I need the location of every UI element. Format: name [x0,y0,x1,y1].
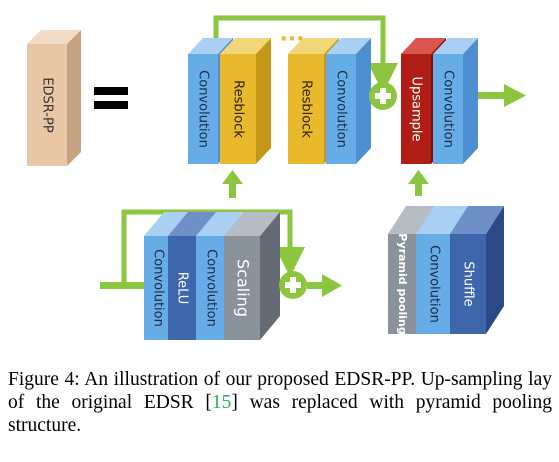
equals-sign [94,87,128,109]
pyramid-pooling-label: Pyramid pooling [396,233,409,334]
caption-reference-link[interactable]: 15 [211,392,232,413]
edsr-pp-block: EDSR-PP [27,30,81,166]
top-resblock-label-2: Resblock [299,80,314,138]
shuffle-label: Shuffle [461,261,476,306]
figure-caption: Figure 4: An illustration of our propose… [8,368,552,437]
top-skip-connection [213,15,398,93]
resblock-input-line [100,282,144,289]
output-arrow [478,84,526,107]
upsample-convolution-label: Convolution [427,245,442,323]
top-add-icon [369,82,397,110]
resblock-expansion-arrow [222,170,243,198]
top-resblock-label-1: Resblock [231,80,246,138]
top-convolution-label-1: Convolution [196,70,211,148]
upsample-expansion-arrow [408,170,429,196]
resblock-scaling-label: Scaling [234,259,253,317]
top-convolution-block-3: Convolution [433,38,478,164]
resblock-add-icon [279,271,307,299]
edsr-pp-label: EDSR-PP [40,77,55,133]
top-upsample-label: Upsample [409,76,424,141]
top-convolution-label-2: Convolution [334,70,349,148]
top-resblock-1: Resblock [220,38,271,164]
edsr-pp-diagram: EDSR-PP Convolution Resblock ··· Resbloc… [27,15,526,340]
resblock-relu-label: ReLU [175,272,190,305]
resblock-output-arrow [307,274,342,297]
top-convolution-label-3: Convolution [441,70,456,148]
shuffle-block: Shuffle [450,206,504,334]
caption-text-before-ref: Figure 4: An illustration of our propose… [8,369,552,413]
resblock-convolution-label-2: Convolution [204,249,219,327]
top-convolution-block-2: Convolution [326,38,371,164]
resblock-scaling-block: Scaling [224,212,280,340]
resblock-convolution-label-1: Convolution [151,249,166,327]
caption-text-after-ref: ] was replaced with pyramid pooling stru… [8,392,553,436]
